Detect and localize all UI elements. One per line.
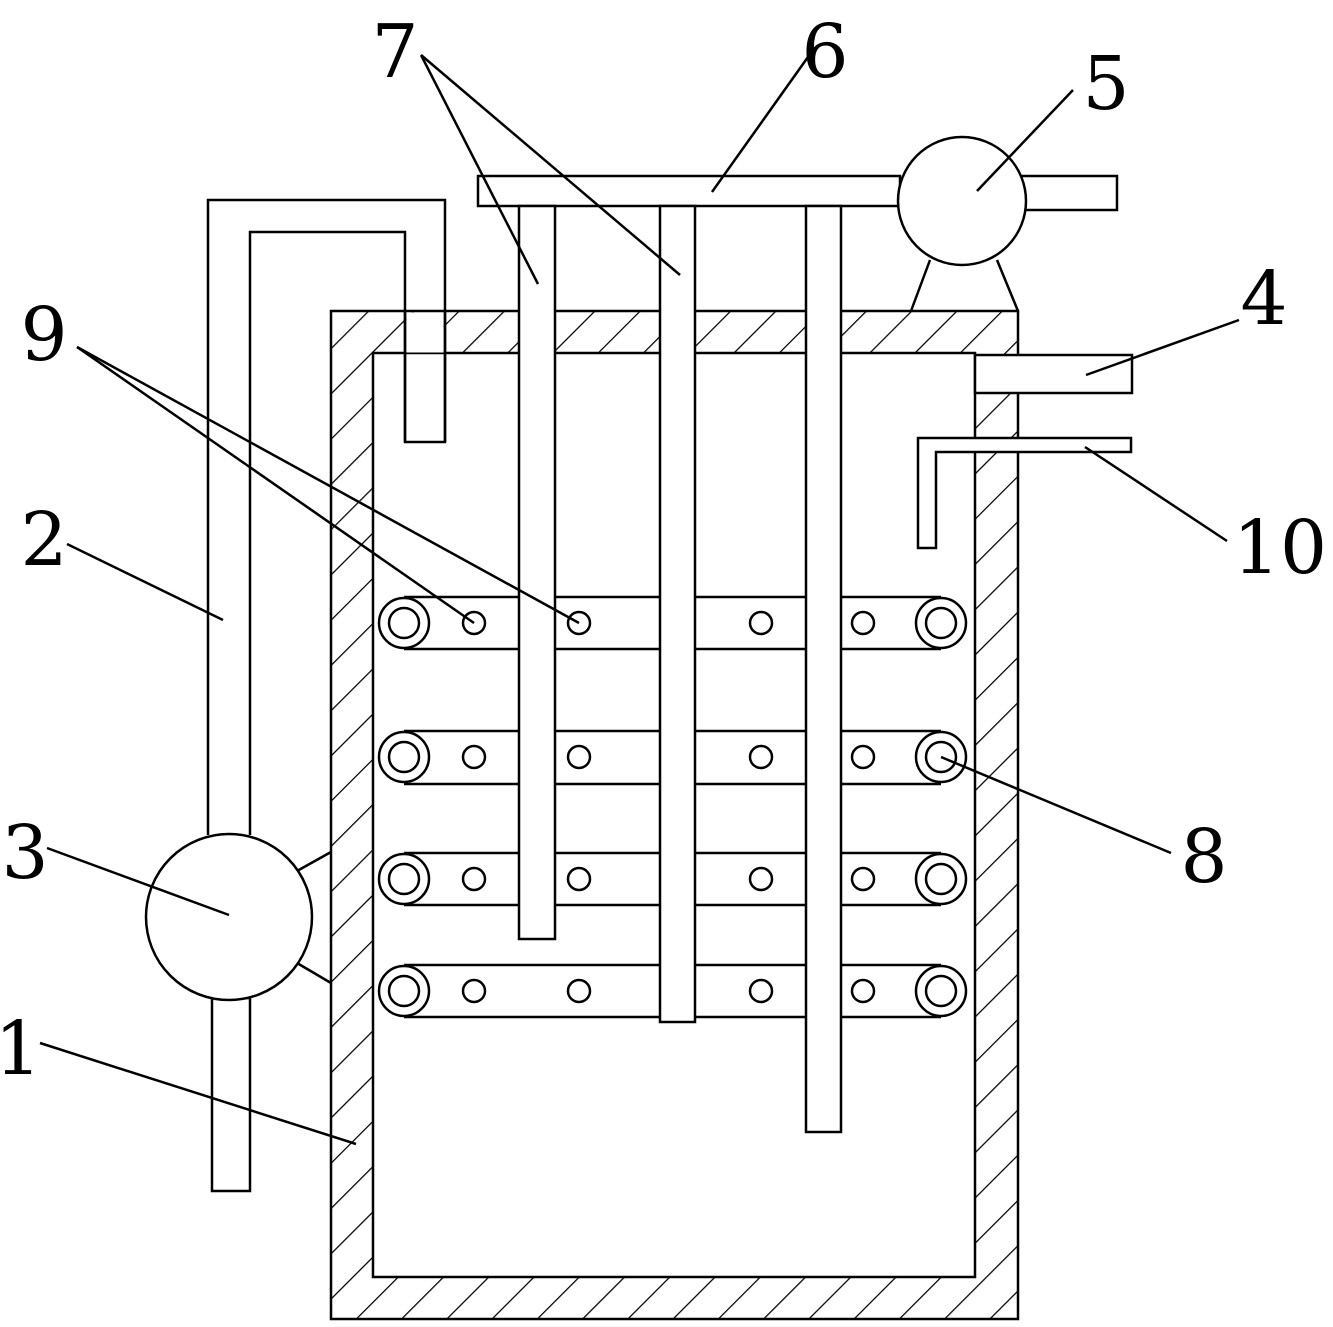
label-7: 7 <box>371 9 418 95</box>
aeration-pipe-right <box>804 204 843 1134</box>
aeration-pipe-left <box>517 204 557 941</box>
part-labels: 1 2 3 4 5 6 7 8 9 10 <box>0 9 1327 1092</box>
label-2: 2 <box>20 497 67 583</box>
aeration-pipes <box>517 204 843 1134</box>
label-8: 8 <box>1180 814 1227 900</box>
air-blower <box>896 135 1119 312</box>
end-rollers <box>377 596 968 1018</box>
roller <box>377 964 431 1018</box>
label-6: 6 <box>801 9 848 95</box>
label-1: 1 <box>0 1006 42 1092</box>
aeration-pipe-middle <box>658 204 697 1024</box>
roller <box>377 730 431 784</box>
roller <box>377 852 431 906</box>
label-3: 3 <box>1 810 48 896</box>
label-4: 4 <box>1240 256 1287 342</box>
sampling-tube <box>916 436 1133 550</box>
roller <box>914 964 968 1018</box>
label-9: 9 <box>20 292 67 378</box>
circulation-pump <box>144 832 332 1002</box>
roller <box>914 596 968 650</box>
gas-manifold <box>476 174 902 208</box>
outlet-pipe <box>973 353 1134 395</box>
leader-lines <box>39 54 1240 1146</box>
roller <box>377 596 431 650</box>
label-10: 10 <box>1233 505 1327 591</box>
roller <box>914 852 968 906</box>
label-5: 5 <box>1082 41 1129 127</box>
